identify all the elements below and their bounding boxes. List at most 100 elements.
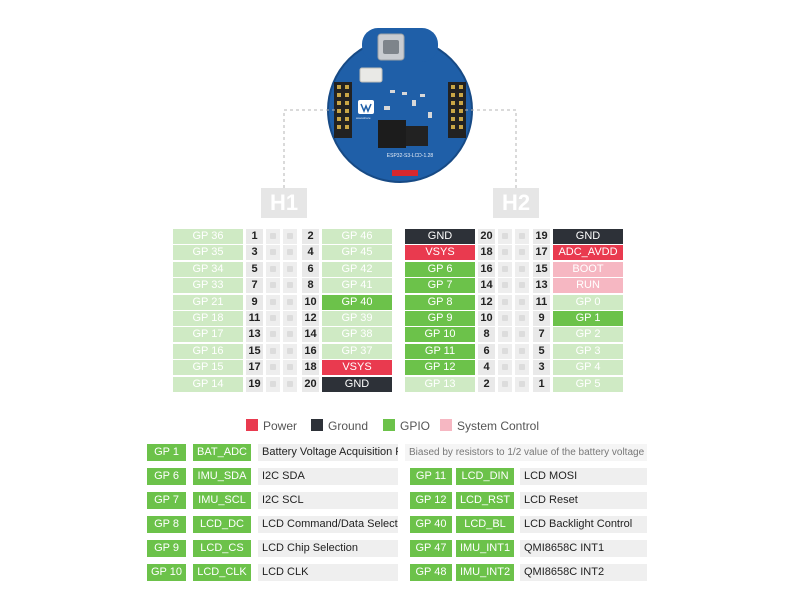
- pin-label: GP 2: [553, 327, 623, 343]
- pin-hole-icon: [498, 327, 512, 343]
- pin-number: 20: [478, 229, 495, 244]
- pin-number: 12: [302, 311, 319, 326]
- pin-number: 12: [478, 294, 495, 310]
- pin-hole-icon: [283, 311, 297, 326]
- pin-hole-icon: [266, 376, 280, 392]
- legend-label: GPIO: [400, 419, 431, 433]
- pin-number: 7: [533, 327, 550, 343]
- pin-number: 17: [246, 360, 263, 376]
- pin-label: ADC_AVDD: [553, 245, 623, 261]
- function-gp: GP 6: [147, 468, 186, 485]
- function-description: LCD Command/Data Selection: [258, 516, 398, 533]
- function-name: LCD_CLK: [193, 564, 251, 581]
- function-name: LCD_RST: [456, 492, 514, 509]
- pin-label: GP 18: [173, 311, 243, 326]
- function-name: LCD_CS: [193, 540, 251, 557]
- pin-hole-icon: [266, 278, 280, 294]
- pin-hole-icon: [498, 343, 512, 359]
- function-description: Battery Voltage Acquisition Pin: [258, 444, 398, 461]
- legend-swatch: [383, 419, 395, 431]
- pin-label: GP 13: [405, 376, 475, 392]
- board-illustration: [327, 28, 473, 183]
- function-gp: GP 47: [410, 540, 452, 557]
- imu-chip-icon: [406, 126, 428, 146]
- pin-hole-icon: [515, 278, 529, 294]
- left-pin-header-icon: [334, 82, 352, 138]
- function-description: I2C SDA: [258, 468, 398, 485]
- pin-label: GP 15: [173, 360, 243, 376]
- pin-hole-icon: [266, 327, 280, 343]
- pin-label: GP 5: [553, 376, 623, 392]
- pin-hole-icon: [283, 278, 297, 294]
- pin-hole-icon: [515, 311, 529, 326]
- pin-hole-icon: [283, 229, 297, 244]
- function-description: QMI8658C INT1: [520, 540, 647, 557]
- pin-hole-icon: [283, 294, 297, 310]
- pin-number: 6: [478, 343, 495, 359]
- esp32-chip-icon: [378, 120, 406, 148]
- pin-hole-icon: [515, 327, 529, 343]
- function-gp: GP 7: [147, 492, 186, 509]
- pin-label: GP 7: [405, 278, 475, 294]
- pin-number: 1: [533, 376, 550, 392]
- function-name: LCD_BL: [456, 516, 514, 533]
- pin-hole-icon: [283, 376, 297, 392]
- pin-number: 14: [302, 327, 319, 343]
- legend-swatch: [440, 419, 452, 431]
- pin-hole-icon: [283, 327, 297, 343]
- pin-hole-icon: [283, 343, 297, 359]
- pin-hole-icon: [266, 343, 280, 359]
- pin-number: 7: [246, 278, 263, 294]
- legend-swatch: [311, 419, 323, 431]
- pin-label: GP 10: [405, 327, 475, 343]
- function-name: BAT_ADC: [193, 444, 251, 461]
- pin-label: GP 16: [173, 343, 243, 359]
- function-description: LCD CLK: [258, 564, 398, 581]
- pin-number: 8: [478, 327, 495, 343]
- pin-number: 1: [246, 229, 263, 244]
- legend-item-ground: Ground: [311, 419, 368, 433]
- pin-hole-icon: [266, 311, 280, 326]
- legend-item-gpio: GPIO: [383, 419, 430, 433]
- pin-label: GP 1: [553, 311, 623, 326]
- pin-number: 15: [246, 343, 263, 359]
- pin-hole-icon: [498, 278, 512, 294]
- function-gp: GP 48: [410, 564, 452, 581]
- pin-label: GP 35: [173, 245, 243, 261]
- pin-number: 10: [302, 294, 319, 310]
- pin-label: GP 11: [405, 343, 475, 359]
- pin-hole-icon: [266, 261, 280, 277]
- pin-hole-icon: [515, 245, 529, 261]
- board-red-marker: [392, 170, 418, 176]
- pin-number: 4: [302, 245, 319, 261]
- pin-hole-icon: [515, 294, 529, 310]
- pin-number: 3: [246, 245, 263, 261]
- pin-label: GND: [553, 229, 623, 244]
- legend-swatch: [246, 419, 258, 431]
- pin-hole-icon: [498, 229, 512, 244]
- pin-hole-icon: [515, 261, 529, 277]
- legend-item-sys: System Control: [440, 419, 539, 433]
- function-description: LCD Chip Selection: [258, 540, 398, 557]
- pin-label: GND: [322, 376, 392, 392]
- pin-hole-icon: [283, 360, 297, 376]
- pin-number: 16: [478, 261, 495, 277]
- pin-number: 14: [478, 278, 495, 294]
- pin-number: 2: [302, 229, 319, 244]
- pin-label: GP 0: [553, 294, 623, 310]
- pin-number: 3: [533, 360, 550, 376]
- pin-hole-icon: [266, 245, 280, 261]
- pin-label: GP 33: [173, 278, 243, 294]
- pin-label: RUN: [553, 278, 623, 294]
- pin-label: BOOT: [553, 261, 623, 277]
- pin-hole-icon: [498, 376, 512, 392]
- function-name: IMU_SCL: [193, 492, 251, 509]
- pin-hole-icon: [515, 343, 529, 359]
- pin-number: 18: [478, 245, 495, 261]
- pin-number: 20: [302, 376, 319, 392]
- function-gp: GP 40: [410, 516, 452, 533]
- pin-number: 5: [246, 261, 263, 277]
- legend-item-power: Power: [246, 419, 297, 433]
- pin-label: GP 6: [405, 261, 475, 277]
- pin-hole-icon: [266, 229, 280, 244]
